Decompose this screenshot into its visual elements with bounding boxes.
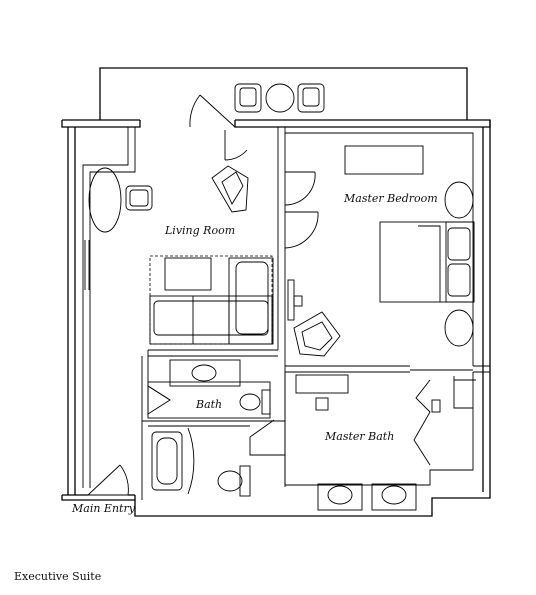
balcony-furniture bbox=[189, 83, 325, 161]
living-room-walls bbox=[82, 127, 286, 500]
label-main-entry: Main Entry bbox=[71, 502, 136, 515]
master-bath-fixtures bbox=[295, 374, 441, 511]
living-room-furniture bbox=[84, 165, 274, 345]
label-master-bedroom: Master Bedroom bbox=[343, 192, 438, 205]
outer-walls bbox=[61, 119, 491, 517]
label-living-room: Living Room bbox=[164, 224, 235, 237]
label-bath: Bath bbox=[195, 398, 222, 411]
bath-fixtures bbox=[87, 359, 285, 497]
balcony bbox=[99, 67, 468, 120]
bedroom-furniture bbox=[284, 145, 475, 357]
label-master-bath: Master Bath bbox=[324, 430, 394, 443]
plan-caption: Executive Suite bbox=[14, 570, 101, 583]
suite-walls bbox=[284, 132, 490, 486]
